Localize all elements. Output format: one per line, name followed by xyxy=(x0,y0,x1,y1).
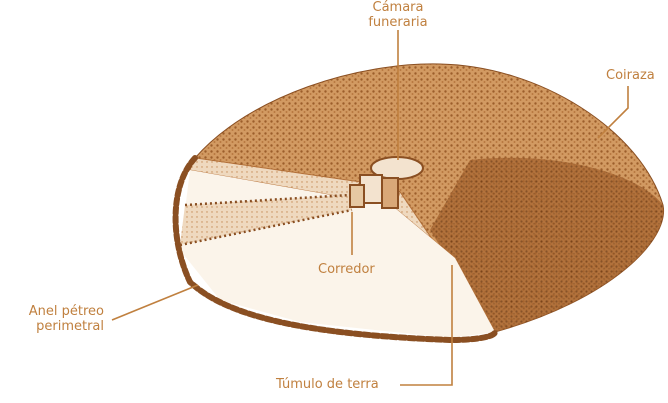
label-corredor: Corredor xyxy=(318,262,375,277)
label-anel-petreo: Anel pétreo perimetral xyxy=(4,304,104,334)
label-anel-line2: perimetral xyxy=(4,319,104,334)
camara-block-2 xyxy=(350,185,364,207)
label-coiraza: Coiraza xyxy=(606,68,655,83)
label-camara-funeraria: Cámara funeraria xyxy=(330,0,466,30)
leader-anel xyxy=(112,285,198,320)
label-camara-line2: funeraria xyxy=(330,15,466,30)
label-camara-line1: Cámara xyxy=(330,0,466,15)
camara-block-3 xyxy=(382,178,398,208)
label-anel-line1: Anel pétreo xyxy=(4,304,104,319)
label-tumulo-de-terra: Túmulo de terra xyxy=(276,377,379,392)
